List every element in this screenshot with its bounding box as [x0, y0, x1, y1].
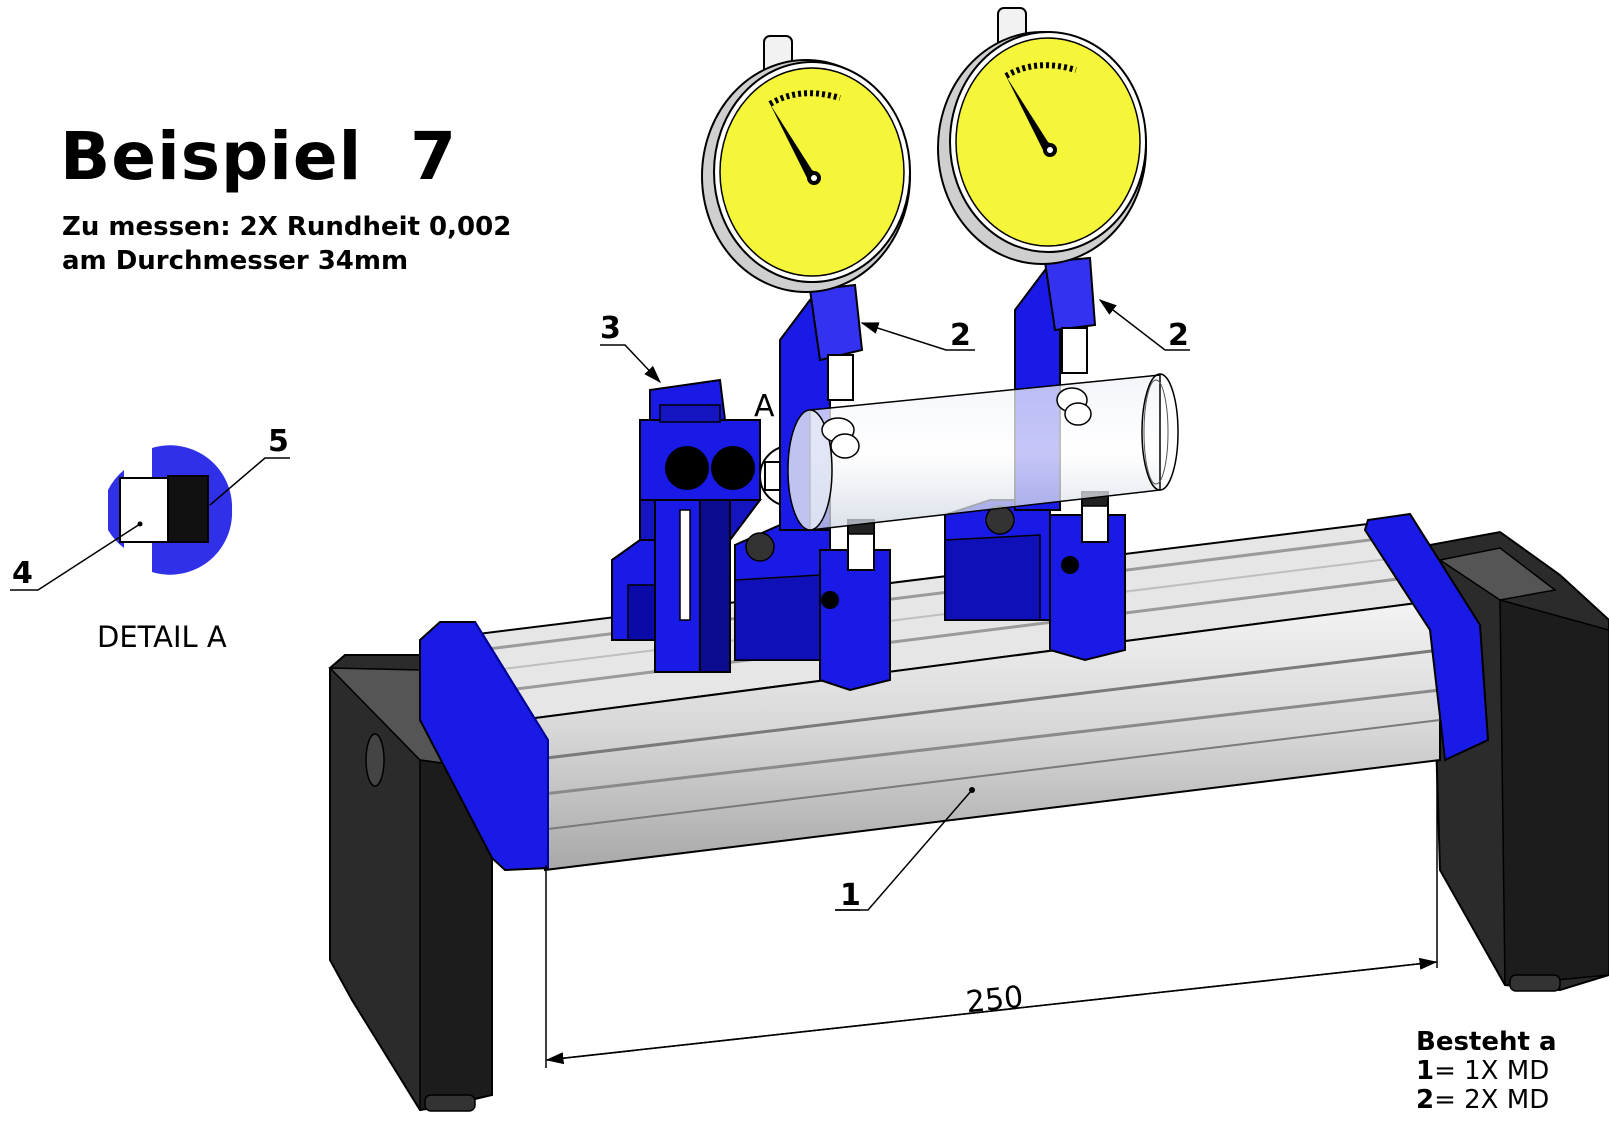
- leader-4: [10, 523, 141, 591]
- callout-2-right: 2: [1168, 318, 1189, 353]
- bom-heading: Besteht a: [1416, 1027, 1557, 1057]
- detail-a-view: [108, 445, 233, 575]
- bill-of-materials: Besteht a 1= 1X MD 2= 2X MD: [1416, 1028, 1557, 1115]
- dimension-250: [545, 760, 1438, 1068]
- dimension-value: 250: [964, 980, 1025, 1021]
- callout-1: 1: [840, 878, 861, 913]
- leader-3: [600, 344, 662, 384]
- callout-4: 4: [12, 556, 33, 591]
- bom-row-2: 2= 2X MD: [1416, 1086, 1557, 1115]
- leader-5: [209, 457, 290, 506]
- end-cap-left: [419, 621, 549, 872]
- measurement-spec-line-1: Zu messen: 2X Rundheit 0,002: [62, 212, 512, 242]
- bom-row-1: 1= 1X MD: [1416, 1057, 1557, 1086]
- callout-5: 5: [268, 424, 289, 459]
- measurement-spec-line-2: am Durchmesser 34mm: [62, 246, 409, 276]
- workpiece-tube: [787, 373, 1179, 531]
- bom-row-1-text: = 1X MD: [1434, 1056, 1550, 1086]
- callout-3: 3: [600, 311, 621, 346]
- page-title: Beispiel 7: [60, 118, 458, 195]
- dial-gauge-left: [701, 35, 911, 293]
- end-cap-right: [1363, 512, 1490, 762]
- leader-lines: [10, 299, 1190, 911]
- leader-2-right: [1098, 299, 1190, 351]
- detail-caption: DETAIL A: [97, 620, 227, 654]
- leader-2-left: [860, 322, 975, 351]
- detail-marker: A: [754, 389, 775, 424]
- bom-row-1-num: 1: [1416, 1056, 1435, 1086]
- callout-2-left: 2: [950, 318, 971, 353]
- dial-gauge-right: [937, 7, 1147, 265]
- bom-row-2-text: = 2X MD: [1434, 1085, 1550, 1115]
- clamp-block: [611, 378, 762, 673]
- bom-row-2-num: 2: [1416, 1085, 1435, 1115]
